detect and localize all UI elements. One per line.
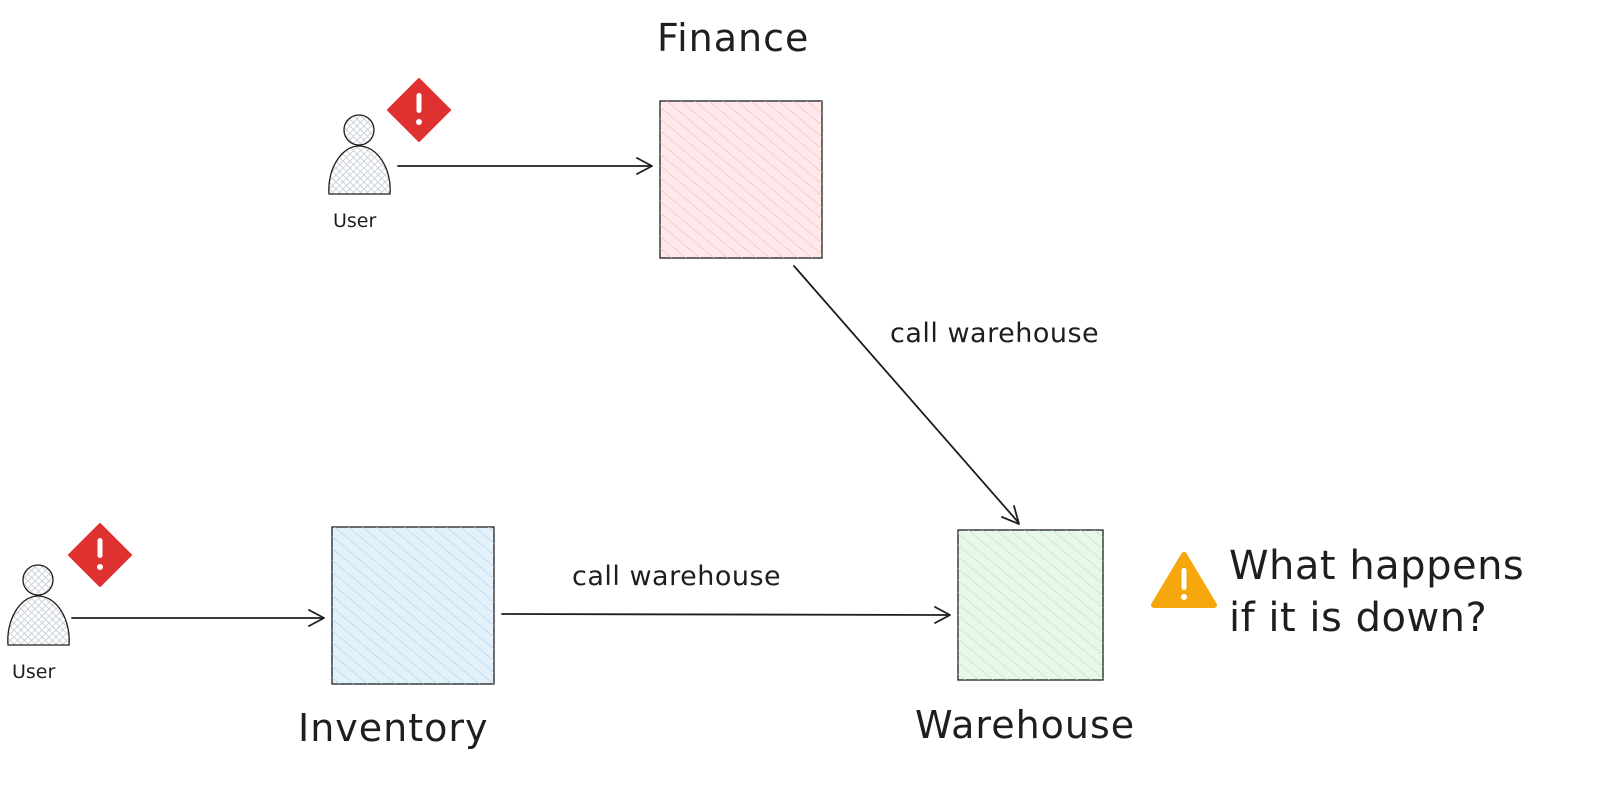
user-actor-bottom <box>7 564 70 646</box>
error-diamond-icon <box>387 78 451 142</box>
warning-triangle-icon <box>1151 552 1217 608</box>
edge-label-inventory-warehouse: call warehouse <box>572 561 782 592</box>
warehouse-label: Warehouse <box>915 703 1136 747</box>
arrow-inventory-to-warehouse <box>501 606 951 624</box>
user-label-top: User <box>333 210 377 232</box>
edge-label-finance-warehouse: call warehouse <box>890 318 1100 349</box>
inventory-service-box[interactable] <box>331 526 495 685</box>
user-label-bottom: User <box>12 661 56 683</box>
user-actor-top <box>328 114 391 195</box>
finance-service-box[interactable] <box>659 100 823 259</box>
warning-question-line2: if it is down? <box>1229 595 1488 641</box>
error-diamond-icon <box>68 523 132 587</box>
arrow-finance-to-warehouse <box>793 265 1020 525</box>
arrow-user-to-inventory <box>71 609 325 627</box>
inventory-label: Inventory <box>298 706 489 750</box>
arrow-user-to-finance <box>397 157 653 175</box>
warning-question-line1: What happens <box>1229 543 1525 589</box>
warehouse-service-box[interactable] <box>957 529 1104 681</box>
finance-label: Finance <box>657 16 810 60</box>
warning-question: What happens if it is down? <box>1229 540 1524 644</box>
